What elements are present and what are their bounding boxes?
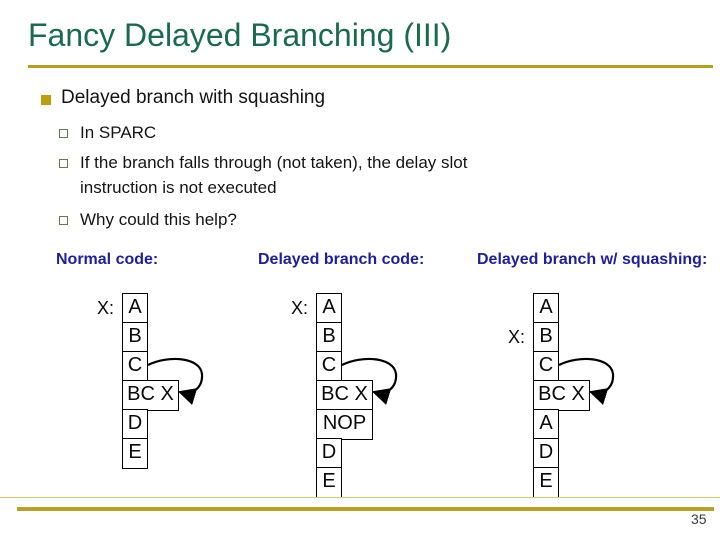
instruction-box: BC X (316, 380, 373, 411)
sub-bullet-icon (59, 216, 68, 225)
instruction-box: A (316, 293, 342, 324)
column-header: Delayed branch w/ squashing: (477, 251, 708, 268)
instruction-box: BC X (533, 380, 590, 411)
instruction-box: A (533, 293, 559, 324)
instruction-box: D (122, 409, 148, 440)
branch-target-label: X: (507, 327, 525, 347)
instruction-box: C (533, 351, 559, 382)
sub-bullet-text: In SPARC (80, 123, 157, 142)
branch-target-label: X: (290, 298, 308, 318)
sub-bullet-icon (59, 159, 68, 168)
instruction-box: B (122, 322, 148, 353)
main-bullet-text: Delayed branch with squashing (61, 87, 326, 108)
page-number: 35 (691, 511, 707, 527)
branch-loop-arrow-icon (341, 357, 398, 405)
sub-bullet-text: Why could this help? (80, 210, 237, 229)
branch-loop-arrow-icon (147, 357, 204, 405)
instruction-box: C (122, 351, 148, 382)
column-header: Normal code: (56, 251, 159, 268)
sub-bullet-text-continuation: instruction is not executed (80, 178, 277, 197)
instruction-box: E (533, 467, 559, 498)
sub-bullet-text: If the branch falls through (not taken),… (80, 153, 468, 172)
footer-rule-thin (0, 497, 720, 498)
instruction-box: C (316, 351, 342, 382)
instruction-box: B (533, 322, 559, 353)
instruction-box: A (122, 293, 148, 324)
instruction-box: E (316, 467, 342, 498)
sub-bullet-icon (59, 129, 68, 138)
instruction-box: B (316, 322, 342, 353)
column-header: Delayed branch code: (258, 251, 425, 268)
branch-loop-arrow-icon (558, 357, 615, 405)
title-underline (28, 65, 713, 68)
bullet-square-icon (41, 95, 51, 105)
instruction-box: E (122, 438, 148, 469)
instruction-box: D (316, 438, 342, 469)
instruction-box: NOP (316, 409, 373, 440)
slide-title: Fancy Delayed Branching (III) (28, 17, 452, 53)
instruction-box: A (533, 409, 559, 440)
instruction-box: BC X (122, 380, 179, 411)
branch-target-label: X: (96, 298, 114, 318)
footer-rule-thick (17, 507, 714, 511)
instruction-box: D (533, 438, 559, 469)
